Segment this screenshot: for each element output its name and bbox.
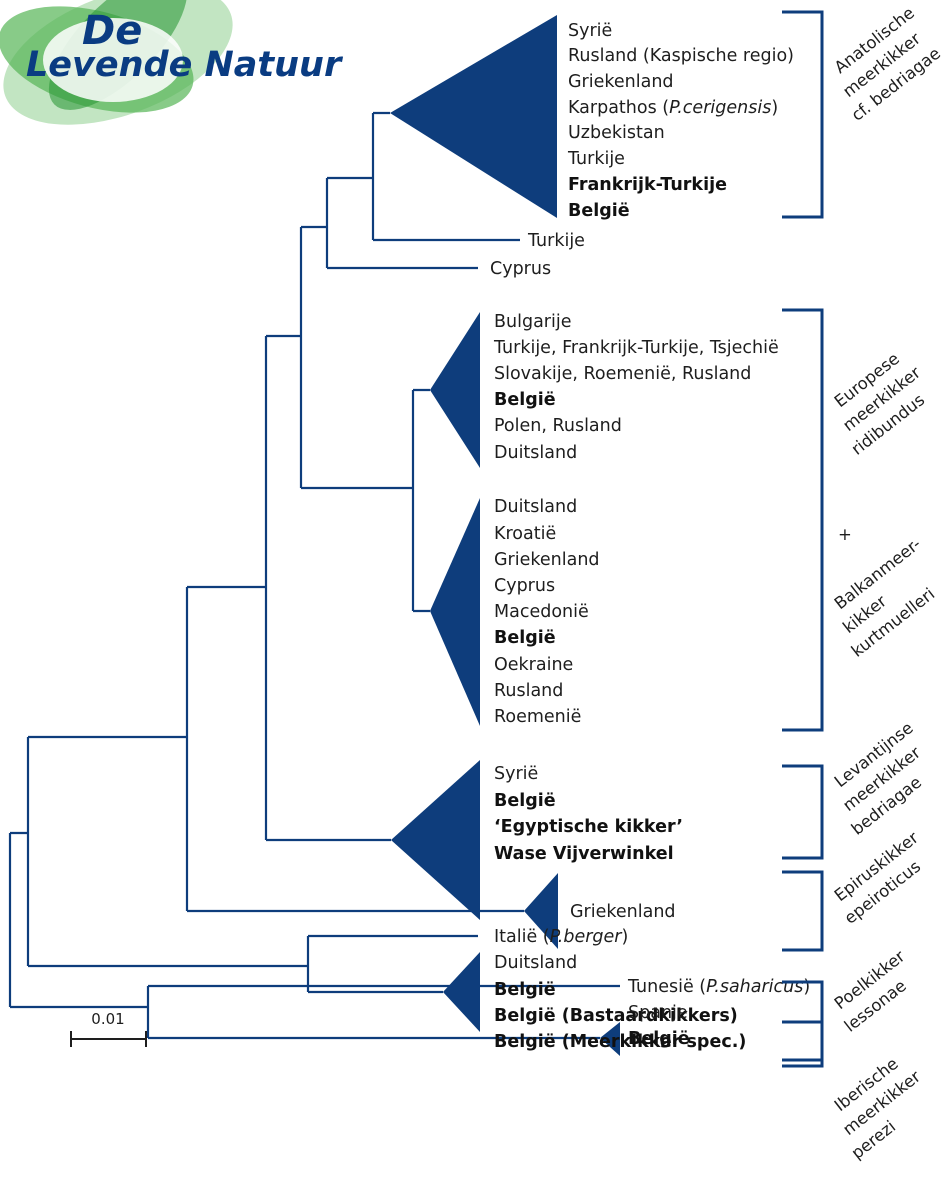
tip-label-karpathos: Karpathos (P.cerigensis): [568, 98, 778, 118]
tip-label: Turkije: [567, 149, 625, 169]
clade-anatolian-triangle: [390, 15, 557, 218]
tip-label: Duitsland: [494, 443, 577, 463]
tip-label-part: Italië (: [494, 927, 550, 947]
tip-label: Turkije, Frankrijk-Turkije, Tsjechië: [493, 338, 779, 358]
tip-label-bold: Wase Vijverwinkel: [494, 844, 674, 864]
collapsed-clades: [390, 15, 620, 1056]
tip-label: Syrië: [494, 764, 538, 784]
tip-label: Duitsland: [494, 953, 577, 973]
tip-label-bold: België (Meerkikker spec.): [494, 1032, 746, 1052]
tip-label: Kroatië: [494, 524, 556, 544]
clade-kurtmuelleri-labels: Duitsland Kroatië Griekenland Cyprus Mac…: [494, 497, 600, 727]
clade-anatolian-labels: Syrië Rusland (Kaspische regio) Griekenl…: [567, 21, 794, 221]
tip-label: Rusland: [494, 681, 563, 701]
tip-label-bold: ‘Egyptische kikker’: [494, 817, 683, 837]
bracket-european-balkan: [782, 308, 824, 732]
group-lessonae: Poelkikker lessonae: [831, 946, 910, 1035]
tip-label-italie: Italië (P.berger): [494, 927, 628, 947]
logo-text-levende-natuur: Levende Natuur: [26, 45, 344, 85]
tip-label: Griekenland: [568, 72, 674, 92]
tip-label-species: P.saharicus: [706, 977, 803, 997]
logo: De Levende Natuur: [0, 0, 344, 125]
bracket-epirus: [782, 870, 824, 952]
tip-label: Roemenië: [494, 707, 581, 727]
group-european: Europese meerkikker ridibundus: [831, 349, 928, 459]
tip-label-bold: België: [494, 791, 556, 811]
tip-label: Duitsland: [494, 497, 577, 517]
group-anatolian: Anatolische meerkikker cf. bedriagae: [831, 3, 941, 125]
bracket-levant: [782, 764, 824, 860]
group-perezi: Iberische meerkikker perezi: [831, 1054, 924, 1163]
tip-label: Rusland (Kaspische regio): [568, 46, 794, 66]
tip-label-bold: België: [494, 628, 556, 648]
clade-epirus-triangle: [524, 873, 558, 949]
tip-label: Bulgarije: [494, 312, 571, 332]
group-brackets: [782, 10, 824, 1068]
tip-label-bold: België: [494, 980, 556, 1000]
clade-perezi-labels: Spanje België: [628, 1003, 690, 1049]
clade-kurtmuelleri-triangle: [430, 498, 480, 726]
logo-text-de: De: [82, 8, 142, 54]
clade-levant-labels: Syrië België ‘Egyptische kikker’ Wase Vi…: [494, 764, 683, 864]
tip-label: Syrië: [568, 21, 612, 41]
tip-label-part: Tunesië (: [627, 977, 706, 997]
tip-label-bold: België: [494, 390, 556, 410]
tip-label-turkije: Turkije: [527, 231, 585, 251]
group-plus: +: [838, 525, 852, 544]
tip-label-cyprus: Cyprus: [490, 259, 551, 279]
clade-ridibundus-labels: Bulgarije Turkije, Frankrijk-Turkije, Ts…: [493, 312, 779, 463]
tip-label: Macedonië: [494, 602, 589, 622]
tip-label: Oekraine: [494, 655, 573, 675]
scale-bar: 0.01: [70, 1010, 147, 1047]
clade-levant-triangle: [391, 760, 480, 920]
tip-label-bold: België (Bastaardkikkers): [494, 1006, 738, 1026]
scale-bar-label: 0.01: [91, 1010, 124, 1028]
tip-label: Spanje: [628, 1003, 688, 1023]
tree-branches: [8, 111, 620, 1040]
bracket-perezi: [782, 1020, 824, 1068]
tip-label-part: Karpathos (: [568, 98, 669, 118]
clade-lessonae-labels: Duitsland België België (Bastaardkikkers…: [494, 953, 746, 1052]
tip-label-tunesie: Tunesië (P.saharicus): [627, 977, 810, 997]
tip-label: Slovakije, Roemenië, Rusland: [494, 364, 751, 384]
group-epirus: Epiruskikker epeiroticus: [831, 828, 925, 928]
group-levant: Levantijnse meerkikker bedriagae: [831, 718, 925, 839]
tip-label: Polen, Rusland: [494, 416, 622, 436]
bracket-anatolian: [782, 10, 824, 219]
clade-perezi-triangle: [600, 1022, 620, 1056]
tip-label-bold: Frankrijk-Turkije: [568, 175, 727, 195]
tip-label-part: ): [771, 98, 778, 118]
tip-label: Uzbekistan: [568, 123, 665, 143]
logo-swirl-icon: [0, 0, 233, 125]
clade-ridibundus-triangle: [430, 312, 480, 468]
tip-label: Cyprus: [494, 576, 555, 596]
tip-label-bold: België: [628, 1029, 690, 1049]
tip-label: Griekenland: [494, 550, 600, 570]
group-names: Anatolische meerkikker cf. bedriagae Eur…: [831, 3, 941, 1163]
tip-label-bold: België: [568, 201, 630, 221]
group-balkan: Balkanmeer- kikker kurtmuelleri: [831, 534, 939, 661]
tip-label-species: P.berger: [550, 927, 624, 947]
tip-label-part: ): [622, 927, 629, 947]
tip-label-species: P.cerigensis: [669, 98, 771, 118]
tip-label-part: ): [803, 977, 810, 997]
tip-label-griekenland-epirus: Griekenland: [570, 902, 676, 922]
clade-lessonae-triangle: [443, 952, 480, 1032]
